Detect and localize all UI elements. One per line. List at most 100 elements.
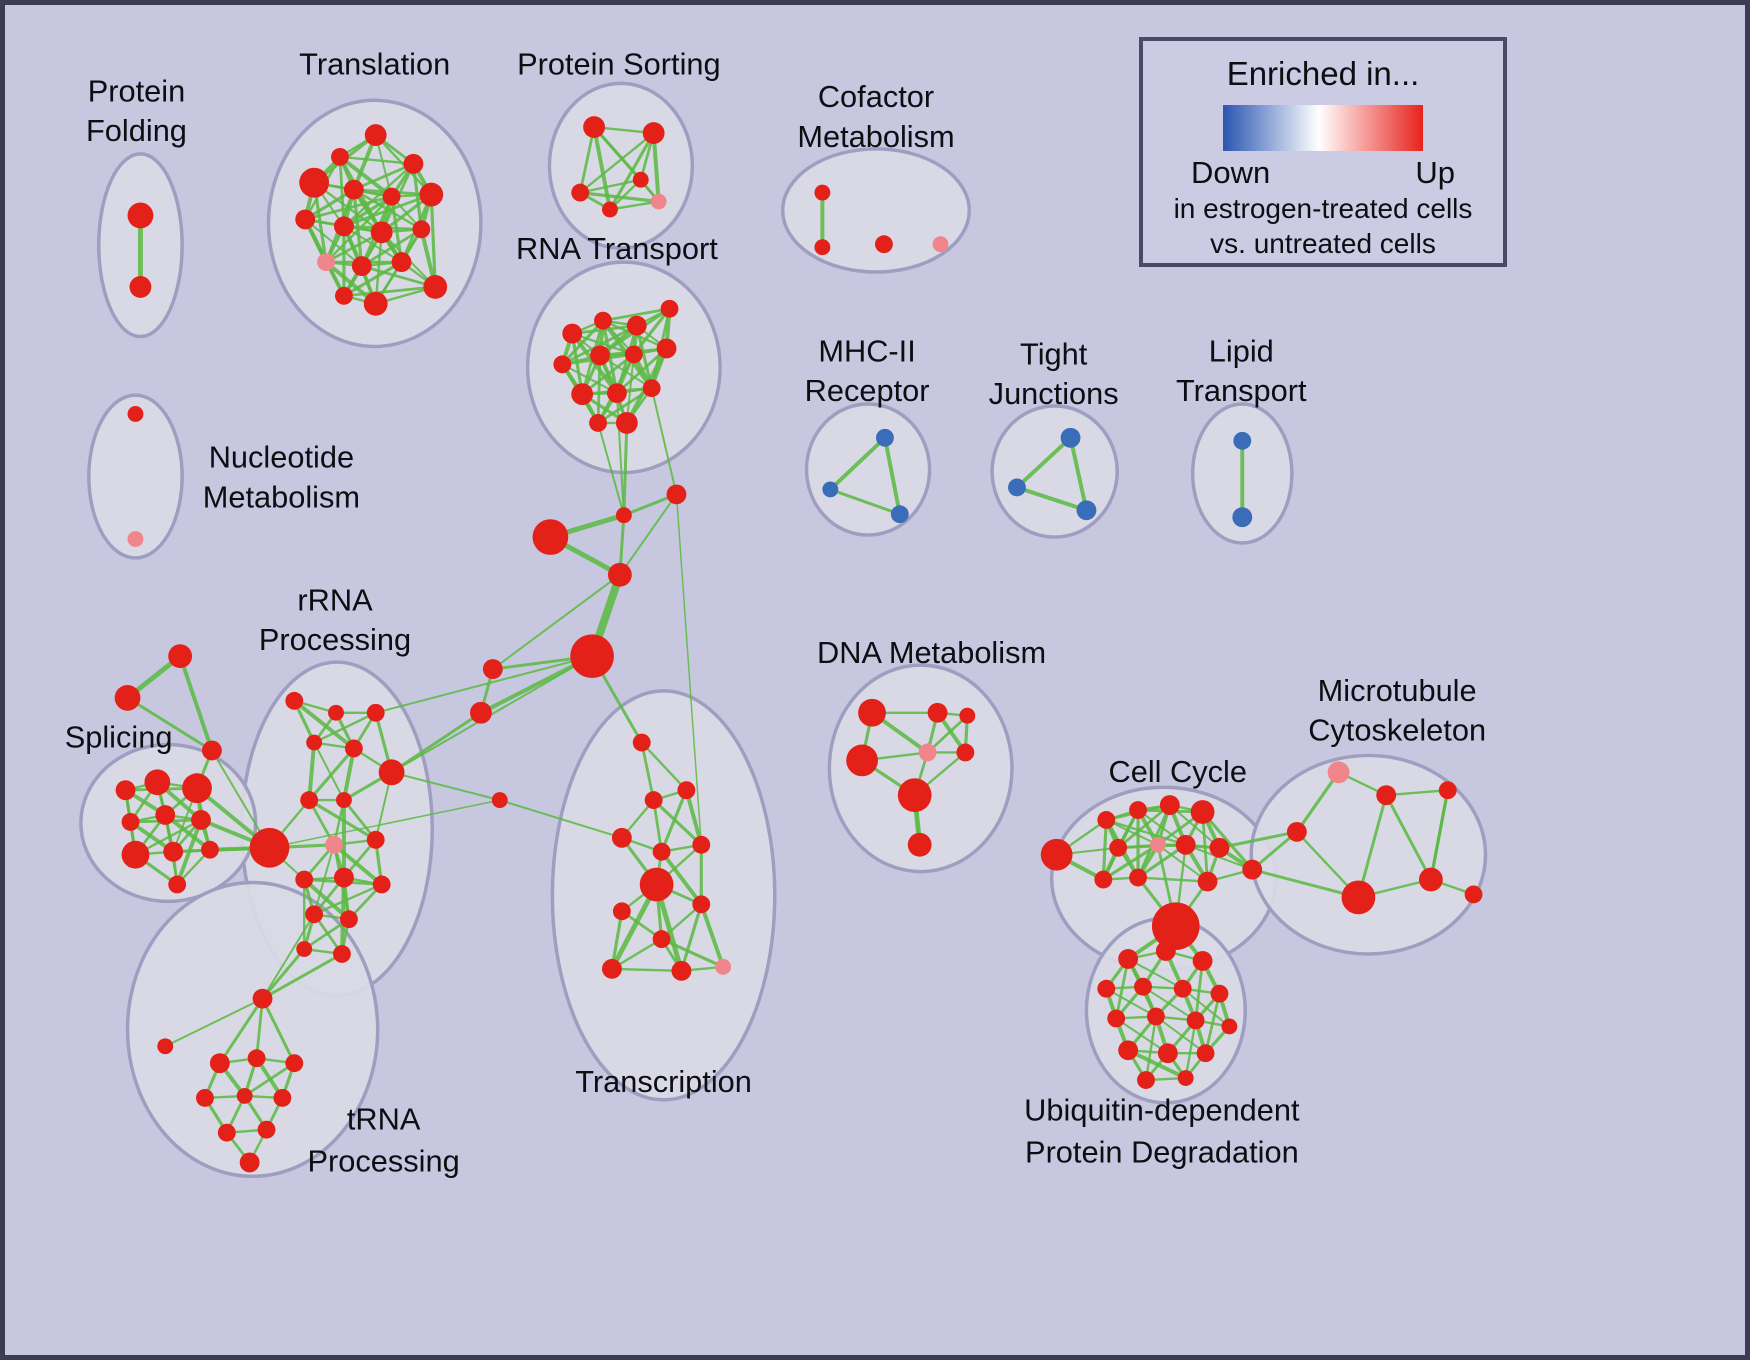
cluster-ellipse-cofactor-metabolism	[780, 147, 972, 274]
cluster-label-splicing: Splicing	[65, 720, 173, 755]
edge-rp17-tn1	[261, 947, 306, 1001]
node-tc11	[671, 960, 692, 981]
node-dn8	[907, 832, 932, 857]
node-rp17	[296, 941, 313, 957]
node-t5	[343, 179, 364, 200]
node-pf1	[127, 202, 154, 229]
node-mc4	[1286, 821, 1307, 842]
node-dn4	[846, 744, 878, 777]
edge-tc1-tc2	[640, 741, 688, 792]
node-ub10	[1186, 1011, 1205, 1030]
edge-rt4-rt7	[632, 307, 672, 356]
node-mc6	[1418, 867, 1443, 892]
edge-cc11-cc12	[1136, 876, 1209, 883]
node-ps1	[583, 116, 605, 139]
node-sp1	[115, 780, 136, 801]
edge-tc2-tc6	[684, 788, 704, 847]
node-tc8	[692, 895, 711, 914]
node-ps3	[571, 183, 590, 202]
node-rr2	[470, 701, 492, 724]
cluster-ellipse-tight-junctions	[990, 404, 1119, 539]
edge-rp9-rp13	[332, 842, 384, 887]
edge-fm-rp6	[390, 771, 501, 802]
edge-ub9-ub14	[1154, 1015, 1207, 1055]
node-ub9	[1146, 1007, 1165, 1026]
edge-ub9-ub15	[1144, 1015, 1158, 1082]
node-pf2	[129, 275, 152, 298]
edge-cc2-cc10	[1101, 818, 1108, 882]
node-sp7	[121, 840, 150, 869]
cluster-label-rna-transport: RNA Transport	[516, 231, 718, 266]
node-t7	[419, 182, 444, 207]
node-ps6	[650, 193, 667, 210]
node-t15	[423, 275, 448, 299]
node-cf4	[932, 236, 949, 253]
node-ps5	[602, 201, 618, 218]
node-rp11	[295, 870, 314, 889]
node-rt1	[562, 323, 583, 344]
edge-t3-t5	[352, 162, 415, 192]
edge-t8-t13	[304, 218, 363, 268]
edge-ps3-ps4	[578, 178, 642, 194]
node-fm	[491, 792, 508, 809]
edge-t7-t15	[429, 193, 437, 289]
node-ps2	[642, 122, 665, 144]
edge-t13-t15	[360, 264, 437, 289]
node-rp10	[366, 830, 385, 849]
edge-mc2-mc6	[1384, 793, 1433, 882]
node-ub15	[1137, 1071, 1155, 1089]
edge-tc3-tc6	[652, 798, 703, 847]
edge-tn4-tn6	[243, 1061, 296, 1098]
node-rt3	[626, 315, 647, 336]
node-tc4	[611, 827, 632, 848]
node-tj1	[1060, 427, 1081, 448]
node-rt8	[656, 338, 677, 359]
node-cc8	[1175, 834, 1196, 855]
node-fx2	[615, 507, 632, 524]
edge-cc13-mc5	[1250, 868, 1360, 899]
node-dn1	[858, 698, 886, 727]
node-tr1	[168, 644, 193, 669]
node-mh3	[890, 505, 909, 524]
node-mc3	[1438, 781, 1457, 800]
node-ub5	[1134, 977, 1152, 996]
edge-t7-t9	[342, 193, 433, 228]
edge-rp16-tn1	[261, 952, 344, 1001]
node-cc3	[1129, 801, 1147, 819]
cluster-ellipse-trna-processing	[125, 880, 380, 1179]
edge-rr2-rp6	[390, 711, 483, 774]
edge-ps2-ps6	[651, 131, 661, 204]
node-cc11	[1129, 868, 1147, 887]
legend-endpoints: Down Up	[1191, 155, 1455, 191]
node-rp8	[335, 792, 352, 809]
node-ub13	[1157, 1043, 1178, 1064]
node-mc7	[1464, 885, 1483, 904]
edge-rt6-rt13	[596, 354, 602, 425]
edge-tn1-tn4	[261, 997, 296, 1065]
edge-mh2-mh3	[828, 487, 902, 516]
edge-t15-t17	[342, 285, 437, 298]
edge-mh1-mh2	[828, 435, 887, 492]
node-rp13	[372, 875, 391, 894]
cluster-ellipse-nucleotide-metabolism	[87, 393, 184, 560]
node-rp7	[300, 791, 319, 810]
edge-cc4-cc6	[1116, 803, 1172, 850]
node-dn2	[927, 702, 948, 723]
edge-ps3-ps6	[578, 191, 661, 204]
node-t9	[334, 216, 354, 237]
node-rp6	[378, 759, 405, 786]
cluster-ellipse-mhc-ii-receptor	[804, 402, 932, 537]
node-tn8	[217, 1123, 236, 1142]
node-ub1	[1118, 949, 1139, 969]
node-nm1	[127, 406, 144, 422]
node-dn3	[959, 707, 976, 724]
node-t17	[335, 286, 353, 305]
node-tc6	[692, 835, 711, 854]
node-rphub	[249, 827, 290, 868]
legend-down-label: Down	[1191, 155, 1271, 190]
node-tc3	[644, 791, 663, 810]
cluster-ellipse-microtubule-cytoskeleton	[1249, 753, 1488, 956]
